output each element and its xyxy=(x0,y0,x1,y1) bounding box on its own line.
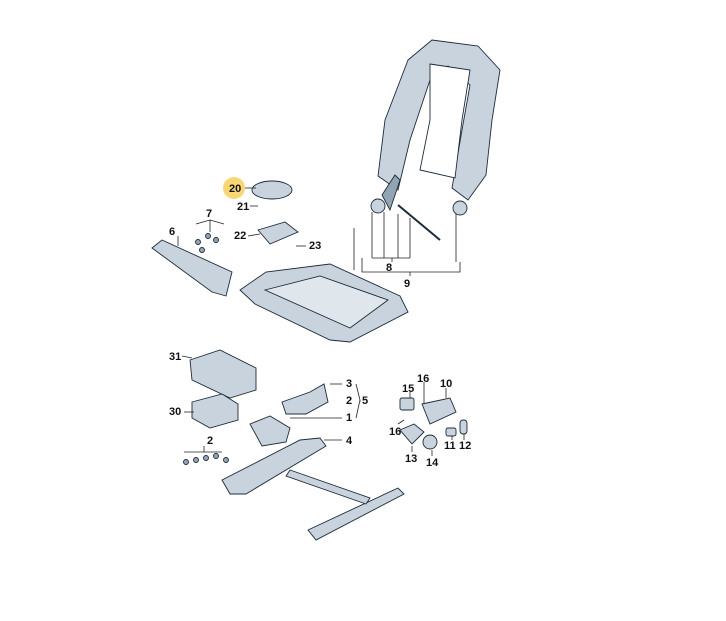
callout-14: 14 xyxy=(426,457,439,469)
callout-21: 21 xyxy=(237,201,250,213)
callout-2-motor: 2 xyxy=(346,395,353,407)
part-30-module xyxy=(191,393,239,429)
recliner-disc-left xyxy=(370,198,386,214)
callout-9: 9 xyxy=(404,278,411,290)
callout-10: 10 xyxy=(440,378,453,390)
callout-5: 5 xyxy=(362,395,369,407)
callout-20: 20 xyxy=(229,183,242,195)
seat-rail-cross xyxy=(285,469,371,505)
callout-13: 13 xyxy=(405,453,418,465)
part-13 xyxy=(399,423,425,445)
part-15 xyxy=(399,397,415,411)
seat-rail-long xyxy=(307,487,405,541)
part-22-bracket xyxy=(257,221,299,245)
callout-15: 15 xyxy=(402,383,415,395)
screw-set-7 xyxy=(195,233,219,253)
callout-3: 3 xyxy=(346,378,353,390)
part-12 xyxy=(459,419,468,435)
part-14-ring xyxy=(422,434,438,450)
callout-4: 4 xyxy=(346,435,353,447)
part-3-motor xyxy=(281,383,329,415)
seat-back-frame-inner xyxy=(419,63,471,179)
recliner-rod xyxy=(397,204,441,241)
callout-11: 11 xyxy=(444,440,456,452)
part-10-housing xyxy=(421,397,457,425)
callout-1: 1 xyxy=(346,412,353,424)
highlight-marker xyxy=(223,177,245,199)
callout-22: 22 xyxy=(234,230,247,242)
part-20-motor xyxy=(251,180,293,200)
callout-2-screws: 2 xyxy=(207,435,214,447)
part-6-side-trim xyxy=(151,239,233,297)
seat-cushion-pan xyxy=(263,275,389,329)
callout-16-bottom: 16 xyxy=(389,426,402,438)
callout-8: 8 xyxy=(386,262,393,274)
callout-7: 7 xyxy=(206,208,213,220)
part-31-control-unit xyxy=(189,349,257,399)
callout-16-top: 16 xyxy=(417,373,430,385)
leader-lines xyxy=(177,187,465,456)
callout-30: 30 xyxy=(169,406,182,418)
recliner-disc-right xyxy=(452,200,468,216)
callout-31: 31 xyxy=(169,351,182,363)
callout-23: 23 xyxy=(309,240,322,252)
recliner-lever xyxy=(381,174,401,212)
part-1-motor xyxy=(249,415,291,447)
screw-set-2 xyxy=(183,453,229,465)
callout-6: 6 xyxy=(169,226,176,238)
callout-12: 12 xyxy=(459,440,472,452)
seat-rail xyxy=(221,437,327,495)
part-11 xyxy=(445,427,457,437)
